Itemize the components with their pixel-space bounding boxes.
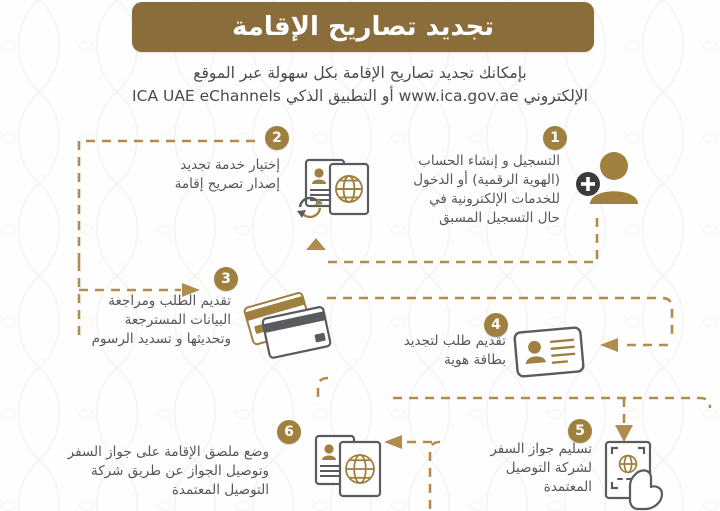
step-1-line-3: للخدمات الإلكترونية في — [429, 191, 560, 207]
arrow-up-step2 — [306, 238, 326, 250]
payment-cards-icon — [243, 292, 332, 359]
step-5-line-3: المعتمدة — [543, 479, 592, 495]
step-6-line-1: وضع ملصق الإقامة على جواز السفر — [67, 444, 269, 460]
step-number-2: 2 — [265, 126, 289, 150]
step-number-1: 1 — [543, 126, 567, 150]
subtitle-line-2: الإلكتروني www.ica.gov.ae أو التطبيق الذ… — [70, 85, 650, 108]
step-1-line-4: حال التسجيل المسبق — [439, 210, 560, 226]
step-3-line-2: البيانات المسترجعة — [124, 312, 231, 328]
step-3-line-1: تقديم الطلب ومراجعة — [108, 293, 231, 309]
step-number-4: 4 — [484, 313, 508, 337]
page-title-banner: تجديد تصاريح الإقامة — [132, 2, 594, 52]
step-6-line-2: وتوصيل الجواز عن طريق شركة — [91, 463, 269, 479]
step-6-line-3: التوصيل المعتمدة — [171, 482, 269, 498]
subtitle-electronic-label: الإلكتروني — [523, 87, 588, 105]
subtitle-smartapp-label: أو التطبيق الذكي — [285, 87, 394, 105]
step-text-2: إختيار خدمة تجديد إصدار تصريح إقامة — [140, 156, 280, 194]
subtitle: بإمكانك تجديد تصاريح الإقامة بكل سهولة ع… — [70, 62, 650, 108]
id-card-icon — [513, 326, 585, 378]
step-3-line-3: وتحديثها و تسديد الرسوم — [91, 331, 231, 347]
step-number-5: 5 — [568, 419, 592, 443]
step-2-line-1: إختيار خدمة تجديد — [180, 157, 280, 173]
step-4-line-1: تقديم طلب لتجديد — [403, 333, 506, 349]
passport-renew-icon — [297, 158, 370, 219]
arrow-left-step4 — [600, 338, 618, 352]
step-number-6: 6 — [277, 420, 301, 444]
step-5-line-1: تسليم جواز السفر — [490, 441, 592, 457]
page-title: تجديد تصاريح الإقامة — [232, 12, 494, 42]
step-1-line-2: (الهوية الرقمية) أو الدخول — [413, 172, 560, 188]
step-text-4: تقديم طلب لتجديد بطاقة هوية — [370, 332, 506, 370]
step-text-6: وضع ملصق الإقامة على جواز السفر وتوصيل ا… — [35, 443, 269, 500]
step-4-line-2: بطاقة هوية — [443, 352, 506, 368]
app-name: ICA UAE eChannels — [132, 87, 281, 105]
passport-handover-icon — [604, 440, 664, 511]
step-number-3: 3 — [214, 267, 238, 291]
website-url[interactable]: www.ica.gov.ae — [398, 87, 519, 105]
step-2-line-2: إصدار تصريح إقامة — [174, 176, 280, 192]
step-text-1: التسجيل و إنشاء الحساب (الهوية الرقمية) … — [400, 152, 560, 228]
passport-sticker-icon — [314, 434, 382, 498]
step-5-line-2: لشركة التوصيل — [505, 460, 592, 476]
step-1-line-1: التسجيل و إنشاء الحساب — [418, 153, 560, 169]
step-text-5: تسليم جواز السفر لشركة التوصيل المعتمدة — [466, 440, 592, 497]
subtitle-line-1: بإمكانك تجديد تصاريح الإقامة بكل سهولة ع… — [193, 64, 527, 82]
person-add-icon — [576, 152, 638, 204]
step-text-3: تقديم الطلب ومراجعة البيانات المسترجعة و… — [55, 292, 231, 349]
